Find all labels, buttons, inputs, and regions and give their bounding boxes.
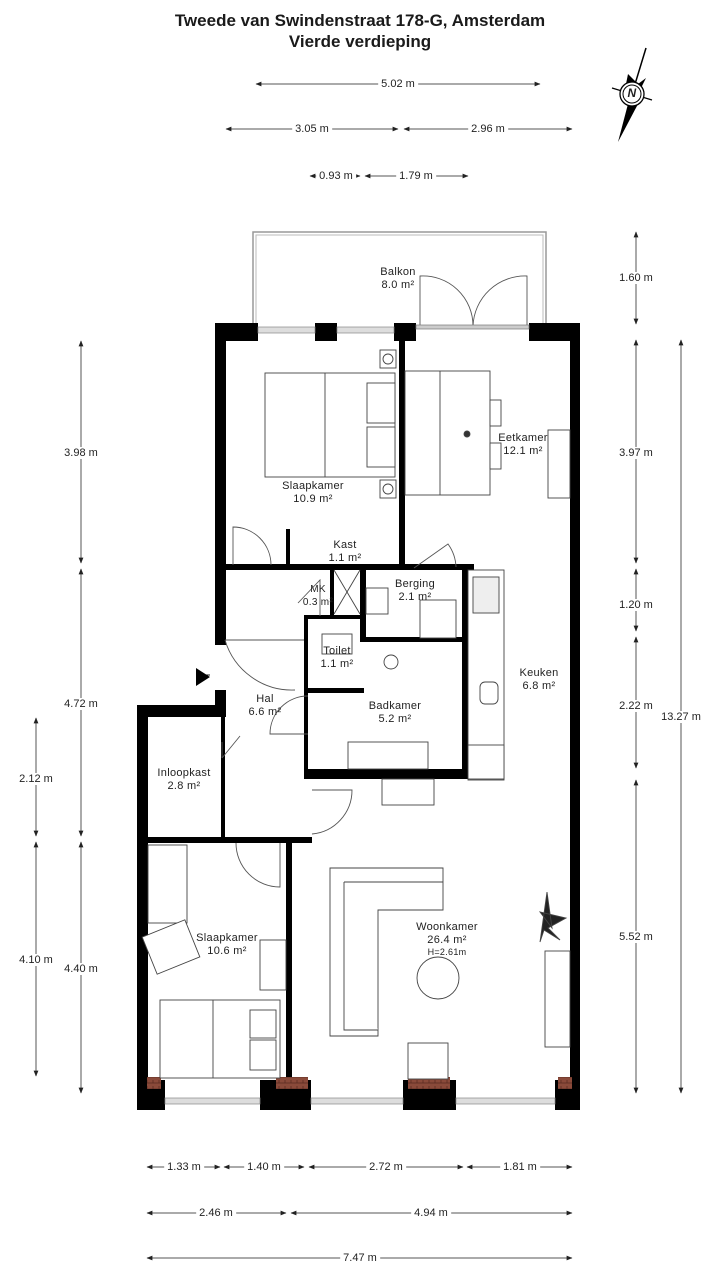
dim-bottom-2-46: 2.46 m [196, 1207, 236, 1219]
dim-top-2-96: 2.96 m [468, 123, 508, 135]
furniture [141, 349, 571, 1080]
dim-left-3-98: 3.98 m [61, 447, 101, 459]
dim-left-2-12: 2.12 m [16, 773, 56, 785]
entrance-arrow-icon [196, 668, 210, 686]
dim-right-13-27: 13.27 m [658, 711, 704, 723]
dim-left-4-10: 4.10 m [16, 954, 56, 966]
floor-title: Vierde verdieping [288, 32, 432, 51]
dim-top-3-05: 3.05 m [292, 123, 332, 135]
dim-right-1-20: 1.20 m [616, 599, 656, 611]
dim-left-4-40: 4.40 m [61, 963, 101, 975]
windows [147, 324, 572, 1105]
doors [197, 526, 457, 888]
dim-bottom-7-47: 7.47 m [340, 1252, 380, 1264]
balcony [252, 231, 547, 329]
dim-bottom-2-72: 2.72 m [366, 1161, 406, 1173]
dim-top-0-93: 0.93 m [316, 170, 356, 182]
north-arrow-icon [611, 47, 653, 142]
dim-bottom-1-33: 1.33 m [164, 1161, 204, 1173]
dim-bottom-1-81: 1.81 m [500, 1161, 540, 1173]
dim-bottom-1-40: 1.40 m [244, 1161, 284, 1173]
dim-right-1-60: 1.60 m [616, 272, 656, 284]
address-title: Tweede van Swindenstraat 178-G, Amsterda… [174, 11, 546, 30]
dim-top-5-02: 5.02 m [378, 78, 418, 90]
dim-bottom-4-94: 4.94 m [411, 1207, 451, 1219]
dim-right-2-22: 2.22 m [616, 700, 656, 712]
dim-right-5-52: 5.52 m [616, 931, 656, 943]
walls [137, 323, 580, 1110]
compass-label: N [627, 86, 637, 100]
dim-left-4-72: 4.72 m [61, 698, 101, 710]
dim-right-3-97: 3.97 m [616, 447, 656, 459]
dim-top-1-79: 1.79 m [396, 170, 436, 182]
